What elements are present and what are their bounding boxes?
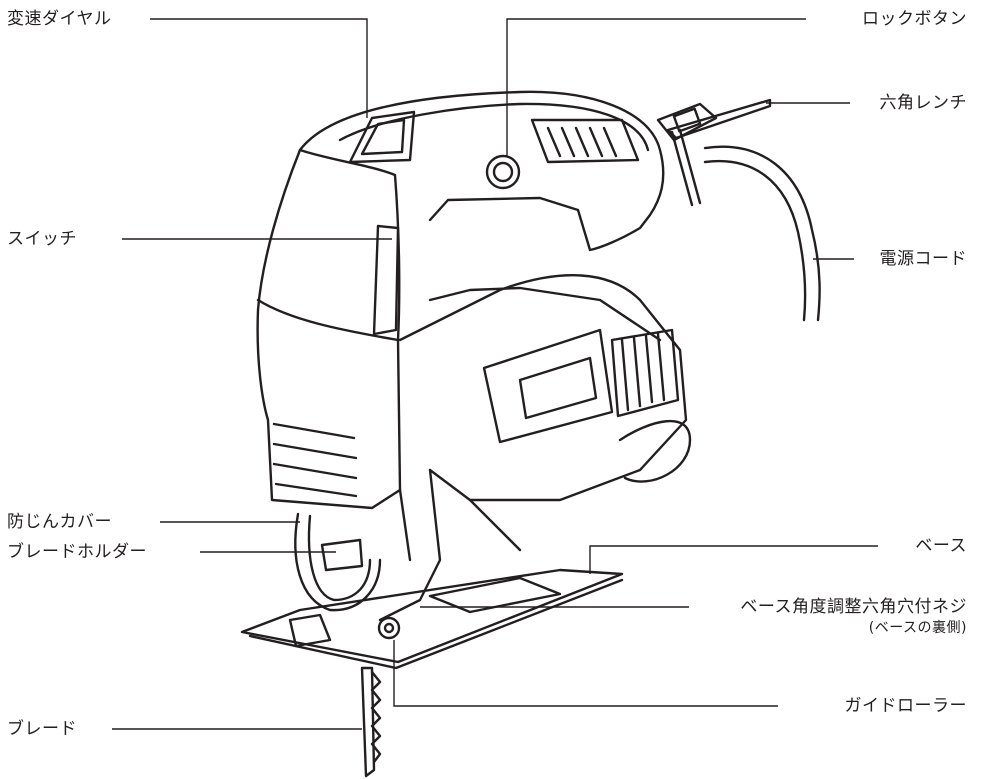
label-base: ベース bbox=[915, 536, 967, 556]
leader-speed-dial bbox=[150, 18, 368, 118]
label-speed-dial: 変速ダイヤル bbox=[7, 9, 112, 29]
label-blade: ブレード bbox=[7, 719, 77, 739]
blade-illustration bbox=[360, 666, 382, 778]
leader-base bbox=[589, 545, 878, 574]
leader-lines bbox=[112, 18, 878, 730]
label-blade-holder: ブレードホルダー bbox=[7, 542, 147, 562]
label-power-cord: 電源コード bbox=[879, 249, 967, 269]
label-base-angle-screw-note: (ベースの裏側) bbox=[868, 620, 967, 636]
label-dust-cover: 防じんカバー bbox=[7, 512, 112, 532]
jigsaw-body-illustration bbox=[256, 90, 692, 622]
leader-lock-button bbox=[506, 18, 806, 156]
hex-wrench-illustration bbox=[656, 98, 772, 207]
base-plate-illustration bbox=[240, 568, 624, 670]
guide-roller-illustration bbox=[377, 616, 401, 640]
label-lock-button: ロックボタン bbox=[862, 9, 967, 29]
label-hex-wrench: 六角レンチ bbox=[879, 93, 967, 113]
label-switch: スイッチ bbox=[7, 229, 77, 249]
power-cord-illustration bbox=[703, 145, 821, 322]
label-guide-roller: ガイドローラー bbox=[844, 696, 967, 716]
leader-guide-roller bbox=[393, 640, 778, 707]
label-base-angle-screw: ベース角度調整六角穴付ネジ bbox=[740, 597, 967, 617]
